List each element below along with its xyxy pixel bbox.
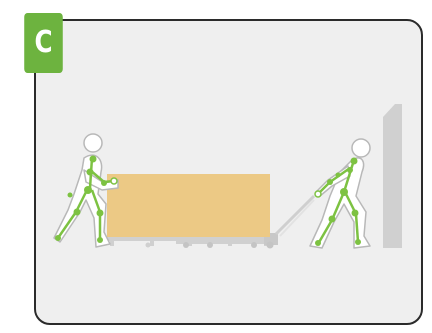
cardboard-box xyxy=(107,174,270,237)
wall-post xyxy=(383,104,402,248)
panel-letter-badge: C xyxy=(24,13,63,73)
worker-pulling-pallet-jack xyxy=(310,139,370,248)
